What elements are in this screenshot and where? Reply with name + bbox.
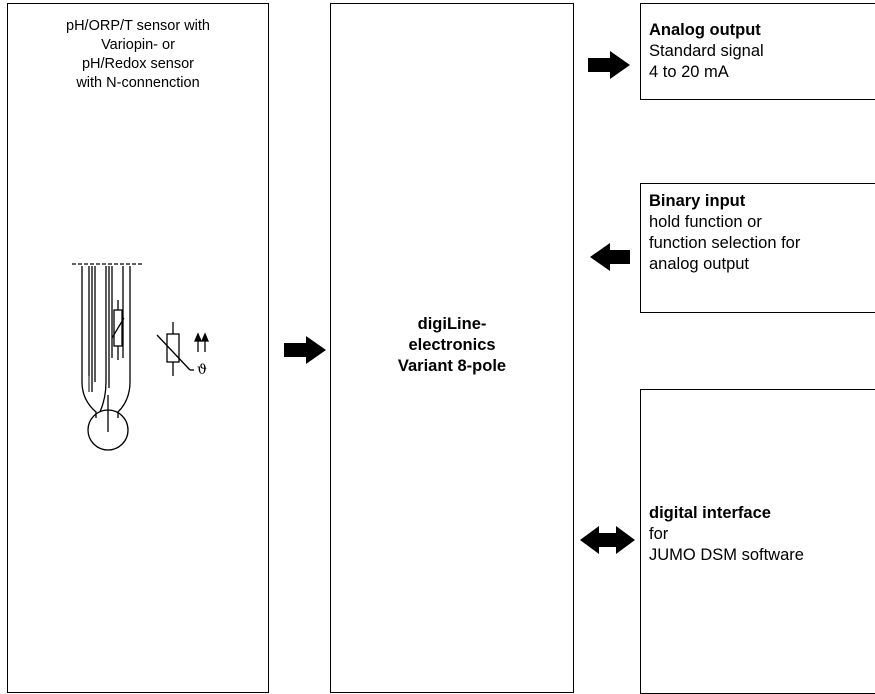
arrow-right-icon	[284, 336, 326, 364]
electronics-box: digiLine- electronics Variant 8-pole	[330, 3, 574, 693]
binary-input-box: Binary input hold function or function s…	[640, 183, 875, 313]
arrow-both-icon	[580, 526, 635, 554]
binary-input-line: hold function or	[649, 213, 762, 231]
sensor-title-line: with N-connenction	[76, 75, 200, 91]
electronics-title-line: electronics	[408, 336, 496, 354]
analog-output-heading: Analog output	[649, 21, 761, 39]
sensor-title: pH/ORP/T sensor with Variopin- or pH/Red…	[8, 17, 268, 93]
electronics-title-line: Variant 8-pole	[397, 357, 507, 375]
sensor-title-line: Variopin- or	[101, 37, 175, 53]
arrow-left-icon	[590, 243, 630, 271]
analog-output-line: Standard signal	[649, 42, 764, 60]
sensor-title-line: pH/ORP/T sensor with	[66, 18, 210, 34]
digital-interface-box: digital interface for JUMO DSM software	[640, 389, 875, 694]
electronics-title: digiLine- electronics Variant 8-pole	[331, 314, 573, 377]
electronics-title-line: digiLine-	[417, 315, 487, 333]
digital-interface-line: JUMO DSM software	[649, 546, 804, 564]
sensor-box: pH/ORP/T sensor with Variopin- or pH/Red…	[7, 3, 269, 693]
analog-output-line: 4 to 20 mA	[649, 63, 729, 81]
digital-interface-line: for	[649, 525, 669, 543]
binary-input-heading: Binary input	[649, 192, 746, 210]
sensor-title-line: pH/Redox sensor	[81, 56, 195, 72]
binary-input-line: function selection for	[649, 234, 801, 252]
analog-output-box: Analog output Standard signal 4 to 20 mA	[640, 3, 875, 100]
arrow-right-icon	[588, 51, 630, 79]
binary-input-text: Binary input hold function or function s…	[649, 191, 800, 275]
analog-output-text: Analog output Standard signal 4 to 20 mA	[649, 20, 764, 83]
theta-symbol: ϑ	[197, 362, 207, 378]
digital-interface-heading: digital interface	[649, 504, 771, 522]
binary-input-line: analog output	[649, 255, 750, 273]
digital-interface-text: digital interface for JUMO DSM software	[649, 503, 804, 566]
